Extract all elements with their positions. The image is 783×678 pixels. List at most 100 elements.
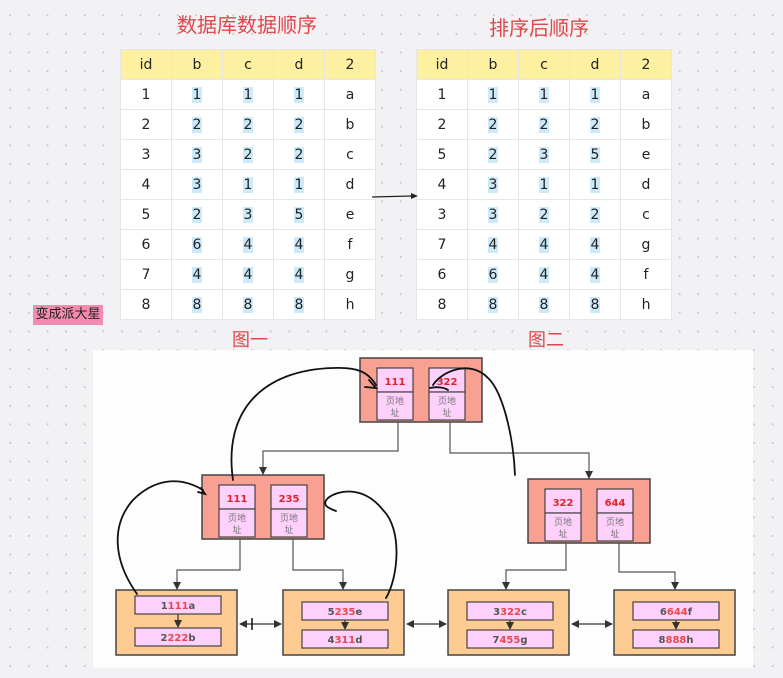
edge-root-right (449, 422, 593, 479)
column-header: id (416, 49, 468, 80)
highlighted-value: 2 (242, 146, 254, 163)
table-cell: 2 (222, 139, 274, 170)
table-cell: 2 (569, 199, 621, 230)
edge-root-left (259, 422, 399, 475)
table-cell: a (620, 79, 672, 110)
table-cell: 3 (222, 199, 274, 230)
key-label: 235 (279, 494, 300, 505)
column-header: 2 (620, 49, 672, 80)
tree-canvas: 111页地址322页地址111页地址235页地址322页地址644页地址1111… (115, 357, 736, 656)
record-key: 455 (499, 635, 520, 646)
column-header: c (518, 49, 570, 80)
table-cell: 1 (569, 79, 621, 110)
column-header: b (171, 49, 223, 80)
table-cell: c (324, 139, 376, 170)
record-key: 322 (500, 607, 521, 618)
table-cell: 8 (273, 289, 325, 320)
record-id: 3 (493, 607, 500, 618)
table-cell: 1 (120, 79, 172, 110)
page-address-label: 页地 (228, 512, 246, 524)
table-cell: 1 (222, 79, 274, 110)
highlighted-value: 2 (538, 206, 550, 223)
table-cell: 2 (171, 109, 223, 140)
page-address-cell (544, 512, 582, 542)
figure-one-caption: 图一 (232, 330, 268, 351)
table-cell: 2 (171, 199, 223, 230)
annotation-curve (230, 367, 379, 481)
table-cell: e (620, 139, 672, 170)
table-cell: 4 (518, 229, 570, 260)
key-label: 644 (605, 498, 626, 509)
highlighted-value: 3 (191, 146, 203, 163)
highlighted-value: 5 (293, 206, 305, 223)
table-cell: 8 (222, 289, 274, 320)
highlighted-value: 6 (487, 266, 499, 283)
table-cell: 2 (222, 109, 274, 140)
table-cell: f (620, 259, 672, 290)
key-cell (544, 488, 582, 514)
highlighted-value: 4 (487, 236, 499, 253)
table-cell: e (324, 199, 376, 230)
record-label: 5235e (328, 607, 363, 618)
highlighted-value: 8 (487, 296, 499, 313)
table-cell: 8 (120, 289, 172, 320)
table-cell: 4 (569, 259, 621, 290)
page-address-label: 页地 (280, 512, 298, 524)
record-id: 1 (161, 601, 168, 612)
table-cell: h (324, 289, 376, 320)
table-cell: 6 (120, 229, 172, 260)
highlighted-value: 4 (242, 236, 254, 253)
page-address-cell (376, 391, 414, 421)
record-cell (134, 627, 222, 647)
record-key: 111 (168, 601, 189, 612)
table-cell: 7 (416, 229, 468, 260)
table-cell: f (324, 229, 376, 260)
column-header: 2 (324, 49, 376, 80)
highlighted-value: 3 (191, 176, 203, 193)
highlighted-value: 8 (589, 296, 601, 313)
table-cell: h (620, 289, 672, 320)
highlighted-value: 4 (293, 266, 305, 283)
page-address-cell (218, 508, 256, 538)
record-value: d (355, 635, 362, 646)
record-label: 2222b (160, 633, 195, 644)
highlighted-value: 4 (538, 266, 550, 283)
highlighted-value: 1 (191, 86, 203, 103)
record-cell (632, 629, 720, 649)
table-cell: 8 (467, 289, 519, 320)
table-cell: 2 (467, 109, 519, 140)
highlighted-value: 1 (293, 86, 305, 103)
highlighted-value: 8 (191, 296, 203, 313)
highlighted-value: 4 (293, 236, 305, 253)
table-cell: a (324, 79, 376, 110)
table-cell: 1 (467, 79, 519, 110)
record-id: 5 (328, 607, 335, 618)
table-cell: 2 (273, 109, 325, 140)
highlighted-value: 1 (293, 176, 305, 193)
sticky-note-label[interactable]: 变成派大星 (33, 305, 103, 325)
highlighted-value: 3 (242, 206, 254, 223)
table-cell: 5 (120, 199, 172, 230)
highlighted-value: 1 (538, 176, 550, 193)
record-id: 2 (160, 633, 167, 644)
record-cell (301, 629, 389, 649)
table-cell: 4 (273, 229, 325, 260)
highlighted-value: 1 (589, 86, 601, 103)
connector-arrow (371, 193, 418, 199)
record-value: c (521, 607, 527, 618)
page-address-cell (270, 508, 308, 538)
key-cell (596, 488, 634, 514)
highlighted-value: 3 (487, 206, 499, 223)
highlighted-value: 8 (538, 296, 550, 313)
